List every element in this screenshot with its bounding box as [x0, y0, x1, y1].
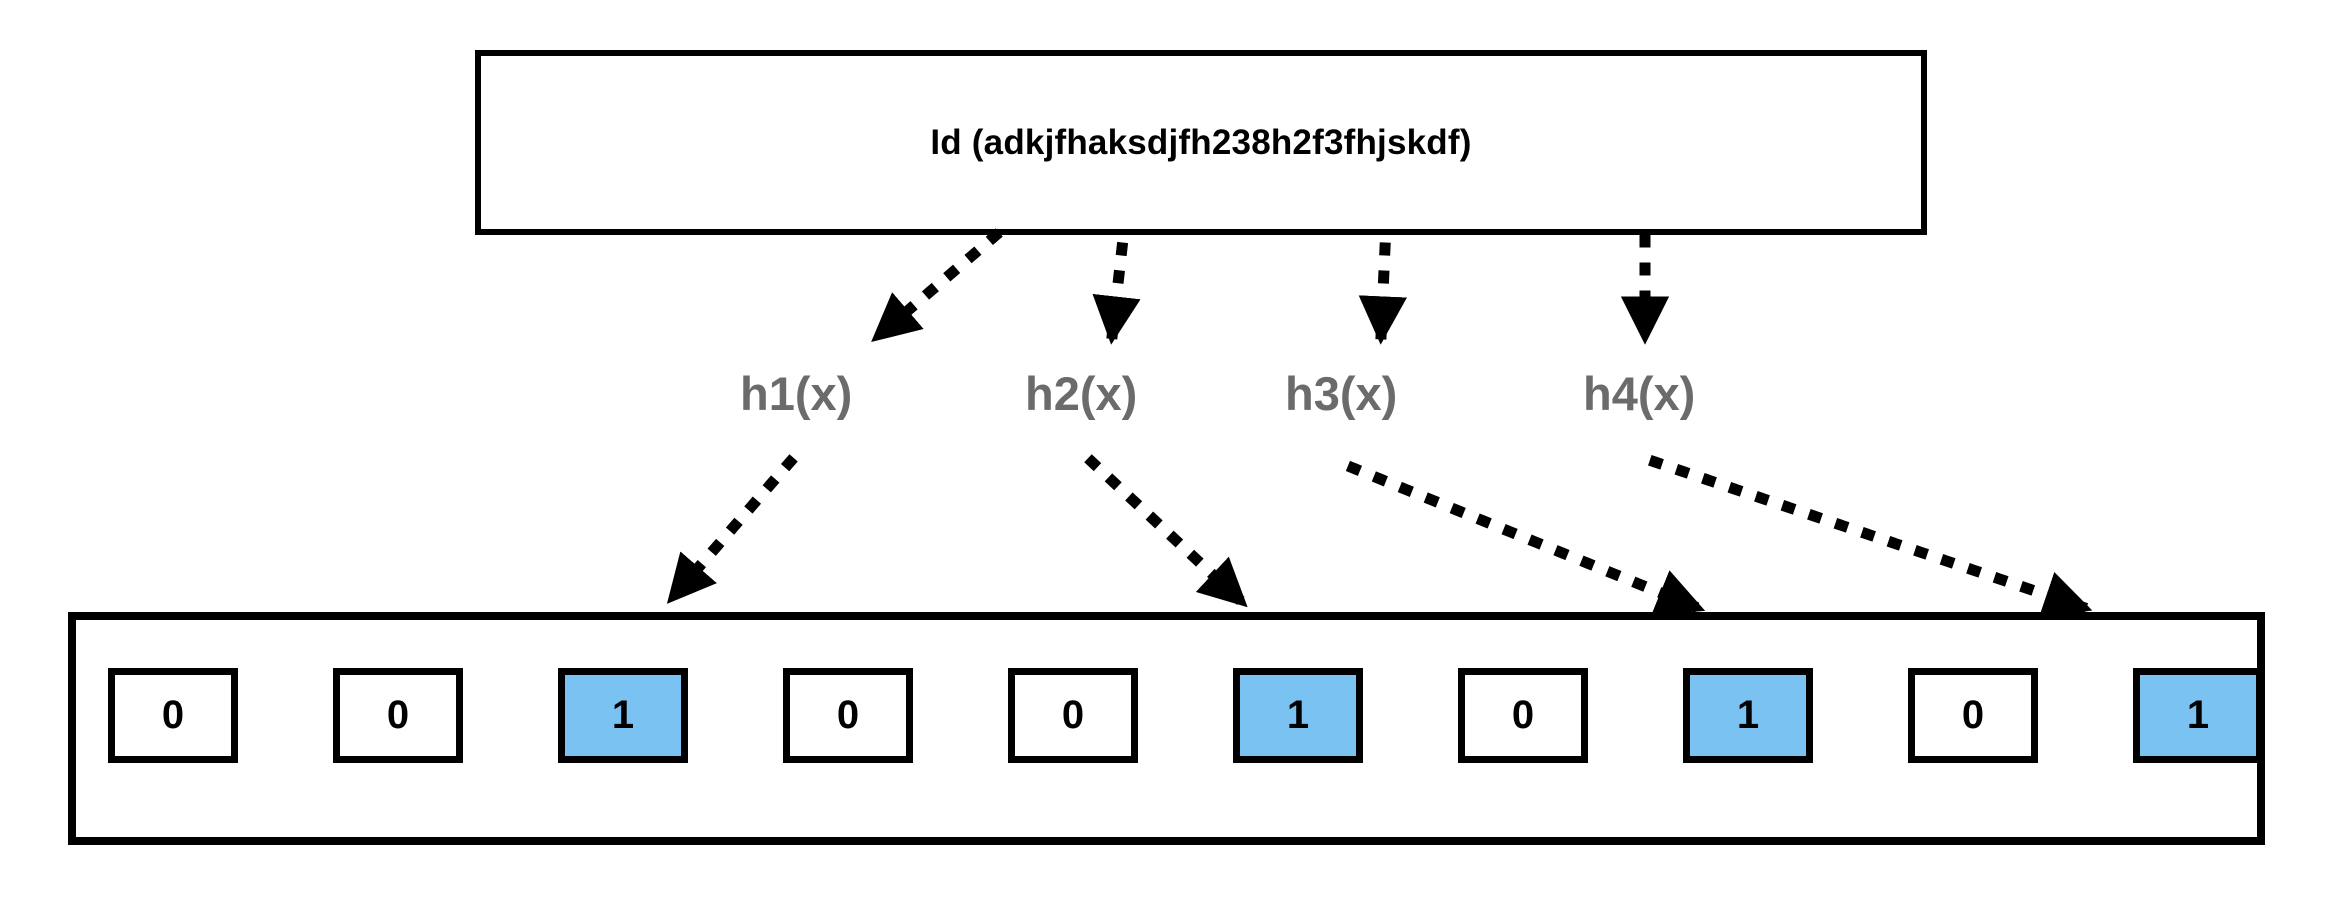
arrow-h3-to-bit-7	[1345, 460, 1706, 616]
arrow-id-to-h1	[869, 228, 1003, 345]
arrow-h2-to-bit-5	[1084, 454, 1250, 610]
bit-cell: 1	[1683, 668, 1813, 763]
bit-cell: 1	[1233, 668, 1363, 763]
id-source-label: Id (adkjfhaksdjfh238h2f3fhjskdf)	[930, 122, 1472, 162]
hash-function-label-h2: h2(x)	[1025, 367, 1138, 420]
bit-cell: 1	[2133, 668, 2263, 763]
hash-function-label-h1: h1(x)	[740, 367, 853, 420]
bit-cell: 1	[558, 668, 688, 763]
arrow-h4-to-bit-9	[1648, 455, 2093, 618]
arrow-id-to-h2	[1092, 241, 1141, 345]
bit-cell: 0	[783, 668, 913, 763]
bit-cell: 0	[1008, 668, 1138, 763]
bit-array-container: 0 0 1 0 0 1 0 1 0 1	[68, 612, 2265, 845]
bit-cell: 0	[1458, 668, 1588, 763]
arrow-id-to-h3	[1358, 242, 1408, 345]
hash-function-label-h3: h3(x)	[1285, 367, 1398, 420]
id-source-box: Id (adkjfhaksdjfh238h2f3fhjskdf)	[475, 50, 1927, 235]
arrow-h1-to-bit-2	[664, 454, 798, 606]
bit-cell: 0	[108, 668, 238, 763]
bit-cell: 0	[333, 668, 463, 763]
bit-array-cells: 0 0 1 0 0 1 0 1 0 1	[108, 668, 2263, 763]
hash-function-label-h4: h4(x)	[1583, 367, 1696, 420]
bit-cell: 0	[1908, 668, 2038, 763]
